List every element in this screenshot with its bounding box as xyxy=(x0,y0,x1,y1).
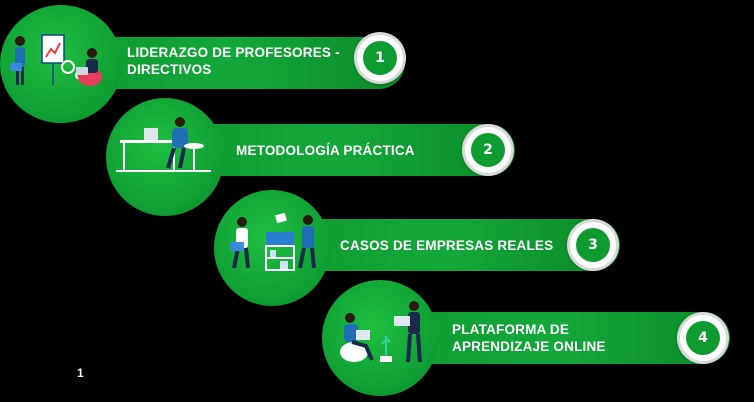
step-2-illustration xyxy=(106,98,224,216)
step-4-label: PLATAFORMA DE APRENDIZAJE ONLINE xyxy=(452,322,606,354)
step-4-badge: 4 xyxy=(680,315,726,361)
step-4-bar xyxy=(380,312,730,364)
step-3-number: 3 xyxy=(576,228,610,262)
step-1-label: LIDERAZGO DE PROFESORES - DIRECTIVOS xyxy=(127,45,340,77)
step-2-badge: 2 xyxy=(465,127,511,173)
step-2-number: 2 xyxy=(471,133,505,167)
step-3-illustration xyxy=(214,190,330,306)
step-1-illustration xyxy=(0,5,122,123)
step-1-number: 1 xyxy=(363,41,397,75)
step-1-badge: 1 xyxy=(357,35,403,81)
step-3-badge: 3 xyxy=(570,222,616,268)
step-3-label: CASOS DE EMPRESAS REALES xyxy=(340,238,554,253)
step-2-label: METODOLOGÍA PRÁCTICA xyxy=(236,143,415,158)
footnote-number: 1 xyxy=(77,366,84,380)
step-4-illustration xyxy=(322,280,438,396)
step-4-number: 4 xyxy=(686,321,720,355)
